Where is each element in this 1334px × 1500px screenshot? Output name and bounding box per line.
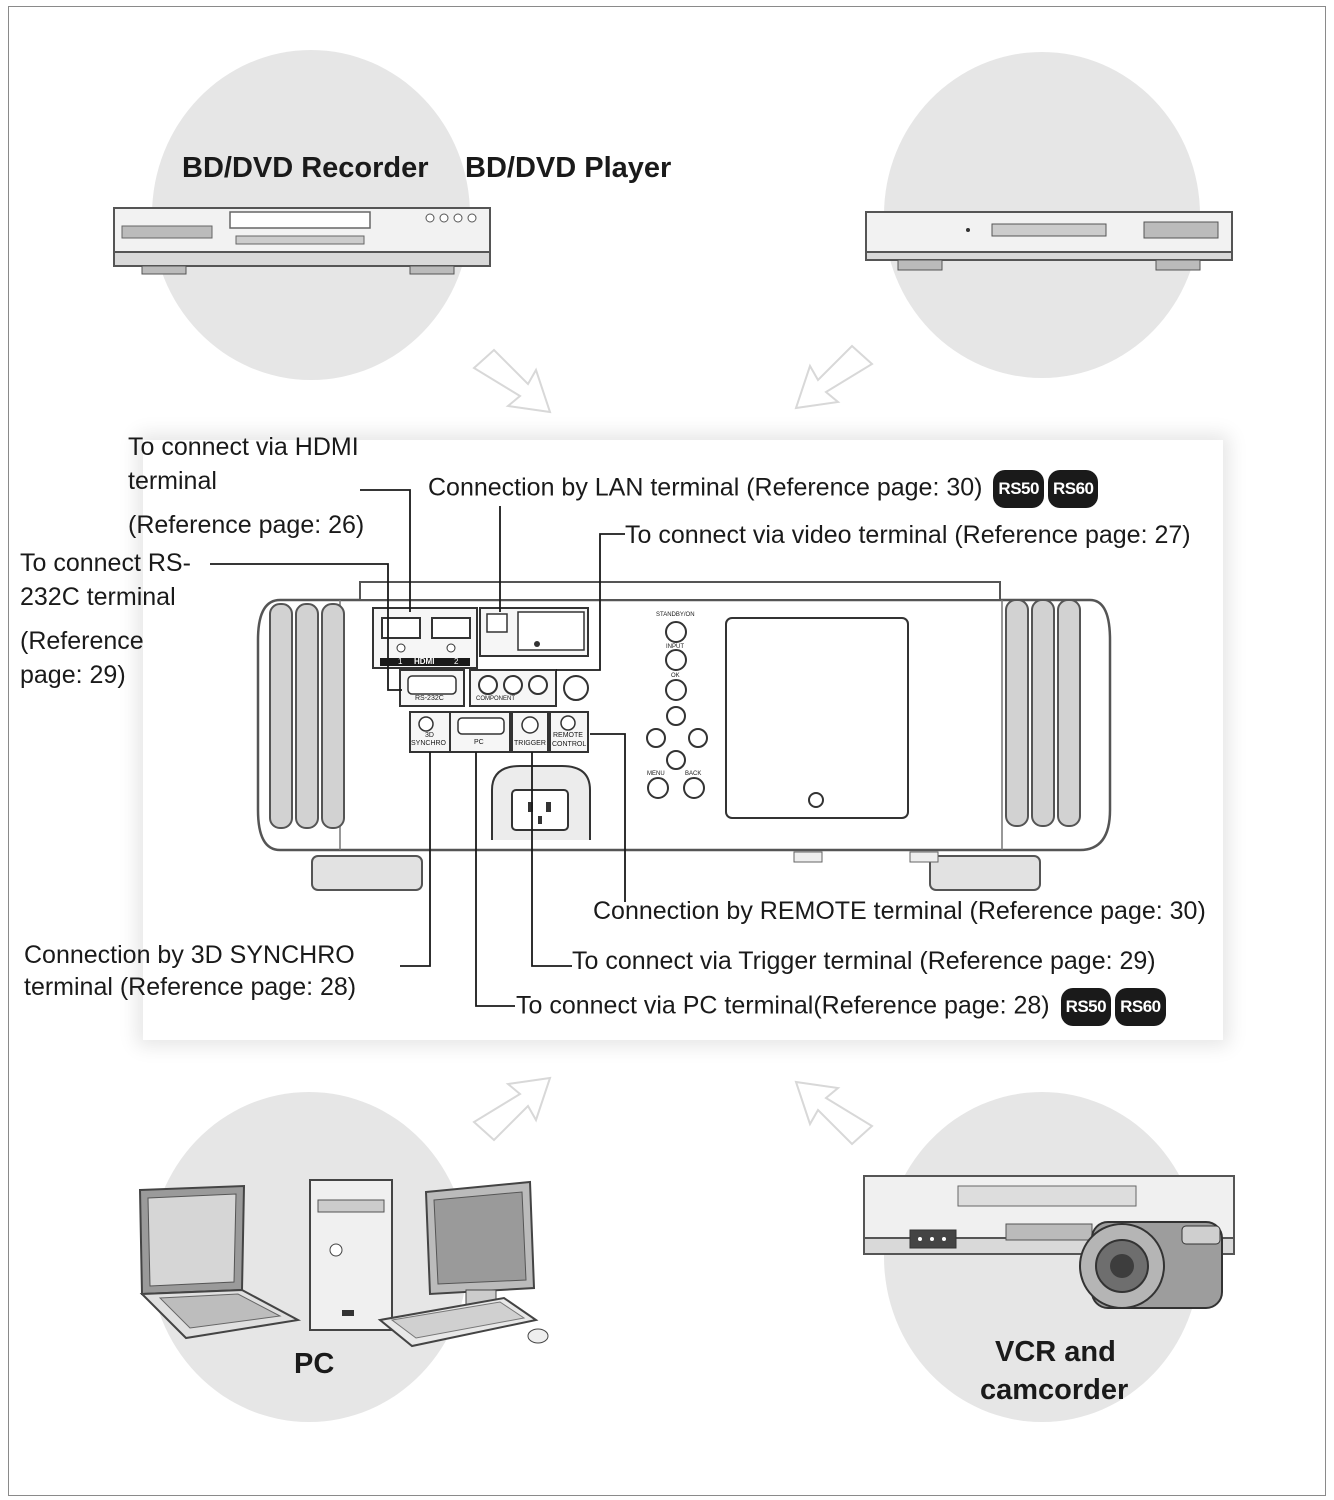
badge-rs50-pc: RS50: [1060, 988, 1112, 1026]
badge-rs60-pc: RS60: [1115, 988, 1166, 1026]
callout-hdmi-line2: terminal: [128, 467, 217, 495]
panel-label-sync-2: SYNCHRO: [411, 740, 447, 747]
panel-label-ok: OK: [671, 673, 680, 679]
callout-pc: To connect via PC terminal(Reference pag…: [516, 988, 1166, 1026]
label-pc: PC: [294, 1348, 335, 1380]
callout-rs232-line4: page: 29): [20, 661, 126, 689]
callout-trigger: To connect via Trigger terminal (Referen…: [572, 947, 1156, 975]
panel-label-remote-1: REMOTE: [553, 732, 583, 739]
arrow-from-recorder: [472, 348, 552, 414]
panel-label-menu: MENU: [647, 771, 665, 777]
panel-label-component: COMPONENT: [476, 696, 515, 702]
arrow-from-pc: [472, 1076, 552, 1142]
callout-hdmi-line1: To connect via HDMI: [128, 433, 359, 461]
callout-video: To connect via video terminal (Reference…: [625, 521, 1191, 549]
label-bd-player: BD/DVD Player: [465, 152, 672, 184]
callout-lan: Connection by LAN terminal (Reference pa…: [428, 470, 1099, 508]
panel-label-hdmi-1: 1: [398, 657, 403, 666]
badge-rs60: RS60: [1047, 470, 1099, 508]
callout-rs232-line3: (Reference: [20, 627, 144, 655]
label-vcr-line1: VCR and: [995, 1336, 1116, 1368]
callout-pc-text: To connect via PC terminal(Reference pag…: [516, 991, 1050, 1020]
panel-label-input: INPUT: [666, 644, 684, 650]
panel-label-standby: STANDBY/ON: [656, 612, 695, 618]
panel-label-hdmi-2: 2: [454, 657, 459, 666]
panel-label-back: BACK: [685, 771, 702, 777]
panel-label-sync-1: 3D: [425, 732, 434, 739]
callout-hdmi-line3: (Reference page: 26): [128, 511, 365, 539]
callout-remote: Connection by REMOTE terminal (Reference…: [593, 897, 1206, 925]
panel-label-trigger: TRIGGER: [514, 740, 546, 747]
callout-rs232-line1: To connect RS-: [20, 549, 191, 577]
label-bd-recorder: BD/DVD Recorder: [182, 152, 429, 184]
panel-label-hdmi: HDMI: [414, 657, 435, 666]
panel-label-remote-2: CONTROL: [552, 741, 587, 748]
badge-rs50: RS50: [993, 470, 1044, 508]
outer-frame: [8, 6, 1326, 1496]
callout-rs232-line2: 232C terminal: [20, 583, 176, 611]
arrow-from-player: [794, 344, 874, 410]
panel-label-pc: PC: [474, 739, 484, 746]
label-vcr-line2: camcorder: [980, 1374, 1129, 1406]
callout-sync-line2: terminal (Reference page: 28): [24, 973, 357, 1001]
callout-sync-line1: Connection by 3D SYNCHRO: [24, 941, 355, 969]
vcr-camcorder-illustration: [863, 1175, 1235, 1309]
arrow-from-vcr: [794, 1080, 874, 1146]
bd-recorder-illustration: [113, 207, 491, 275]
callout-lan-text: Connection by LAN terminal (Reference pa…: [428, 473, 983, 502]
panel-label-rs232: RS-232C: [415, 695, 444, 702]
bd-player-illustration: [865, 211, 1233, 271]
pc-illustration: [138, 1179, 549, 1348]
